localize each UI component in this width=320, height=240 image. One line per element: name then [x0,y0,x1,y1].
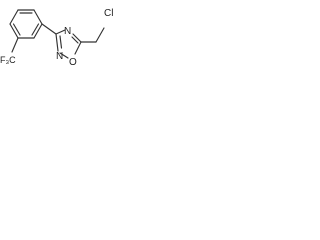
trifluoromethyl-label: F₃C [0,55,16,65]
oxadiazole-bond-c3-n4 [55,29,66,35]
oxygen-label: O [69,57,77,68]
oxadiazole-bond-o1-n2 [59,52,69,59]
benzene-bond-6 [9,9,19,25]
oxadiazole-double-bond-n4-c5 [71,36,79,44]
oxadiazole-bond-n4-c5 [72,33,82,43]
benzene-bond-5 [9,23,19,39]
top-nitrogen-label: N [64,26,71,37]
benzene-double-bond-2 [31,23,40,36]
benzene-bond-3 [33,23,43,39]
chlorine-label: Cl [104,8,113,19]
oxadiazole-ring [55,29,82,59]
aryl-to-oxadiazole-bond [41,23,57,35]
benzene-ring [9,9,43,39]
ring-to-cf3-bond [11,37,19,53]
chemical-structure-canvas: Cl N N O F₃C [0,0,127,87]
chemical-structure-diagram: Cl N N O F₃C [0,8,113,68]
benzene-bond-2 [33,9,43,25]
oxadiazole-bond-n2-c3 [55,33,59,52]
oxadiazole-bond-c5-o1 [74,41,82,55]
benzene-double-bond-3 [12,23,21,36]
bottom-nitrogen-label: N [56,51,63,62]
ch2-to-cl-bond [95,27,105,43]
oxadiazole-double-bond-c3-n2 [59,35,63,49]
